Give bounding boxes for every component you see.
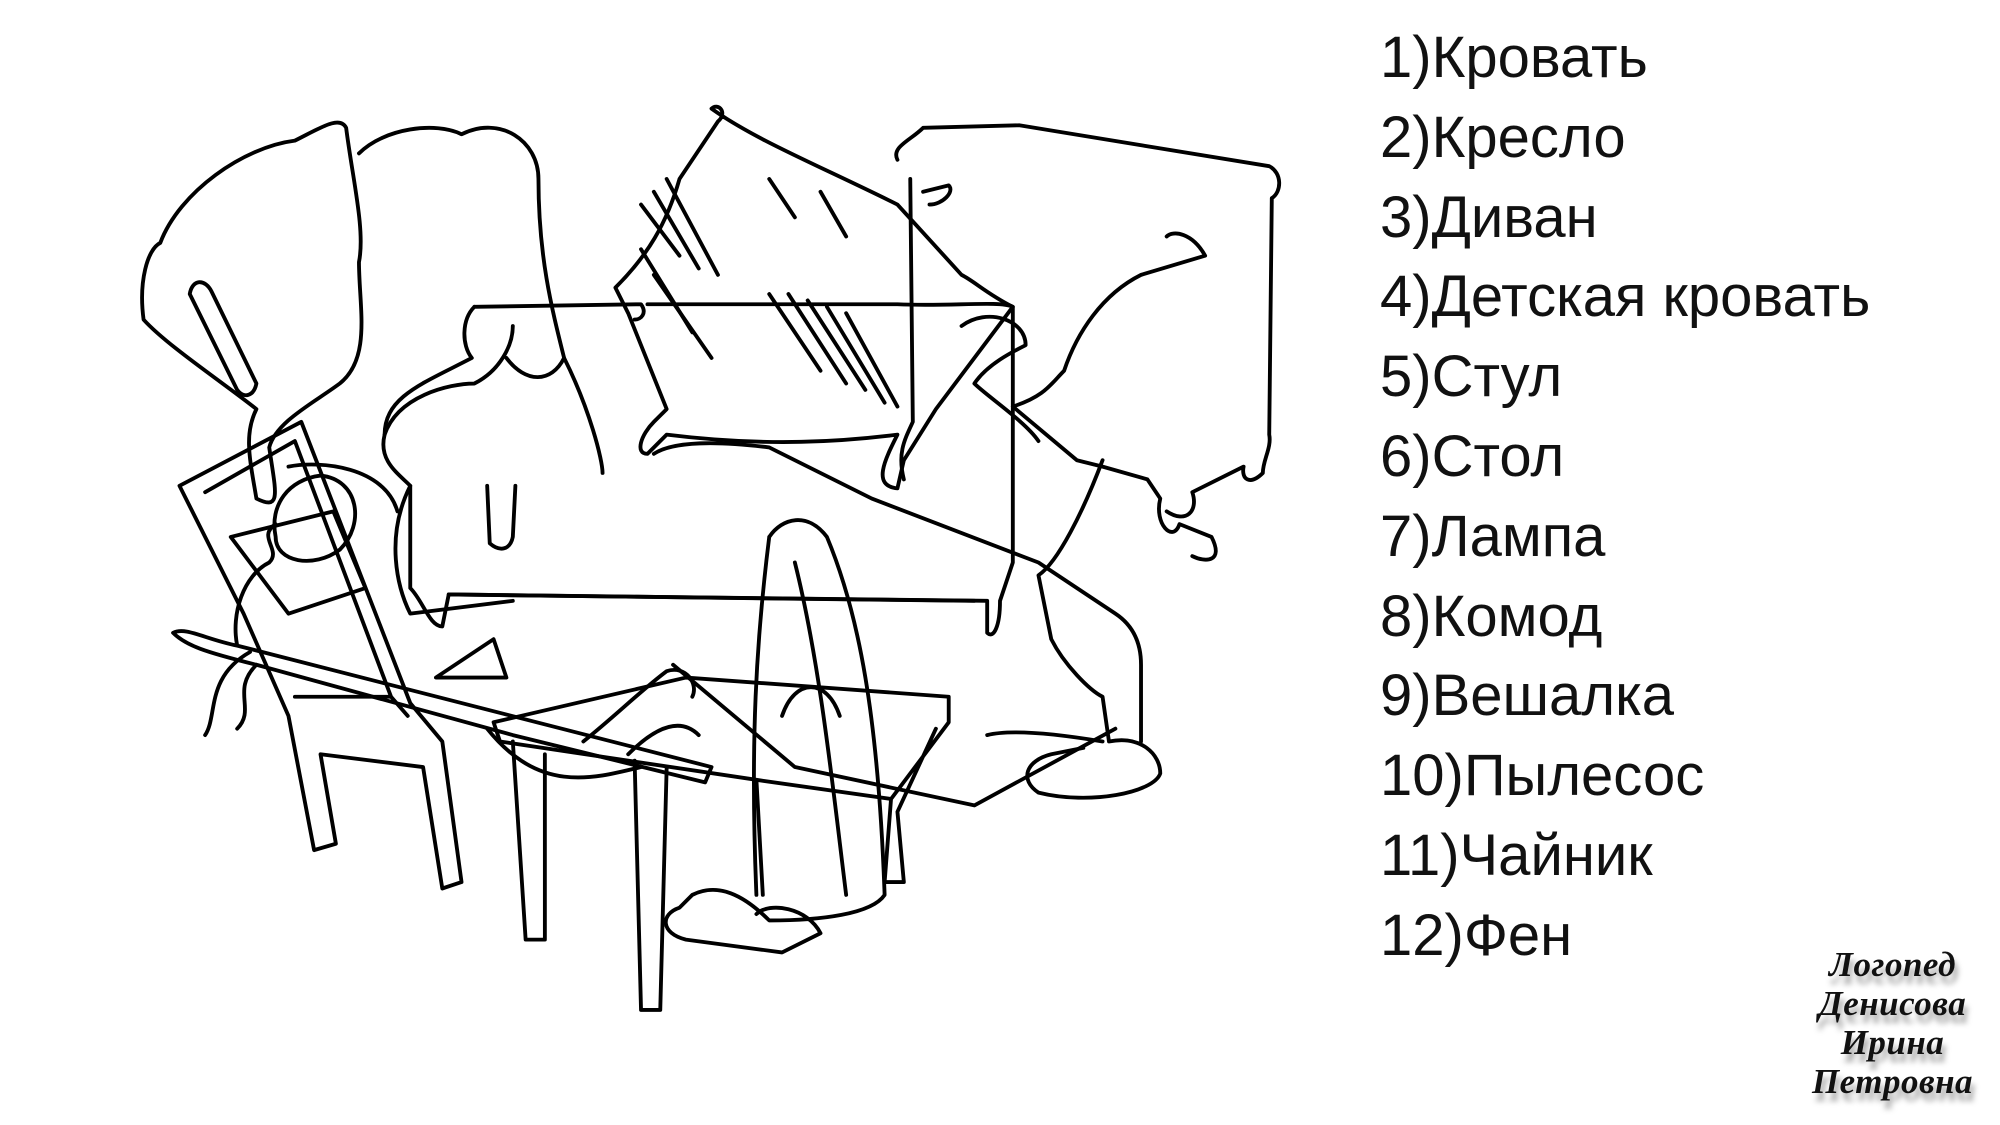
chest-of-drawers-outline	[894, 123, 1282, 519]
crib-outline	[613, 104, 1015, 491]
crib-stripes	[639, 177, 900, 409]
signature-line: Петровна	[1811, 1062, 1974, 1101]
list-item: 3)Диван	[1380, 184, 1598, 250]
list-item: 9)Вешалка	[1380, 663, 1675, 729]
list-item: 6)Стол	[1380, 423, 1565, 489]
list-item: 2)Кресло	[1380, 104, 1626, 170]
list-item: 8)Комод	[1380, 583, 1603, 649]
coat-hanger-outline	[171, 522, 714, 785]
chest-leg	[921, 183, 953, 207]
sofa-outline	[381, 301, 1015, 637]
sofa-leg	[485, 483, 518, 551]
vacuum-outline	[663, 518, 887, 955]
list-item: 10)Пылесос	[1380, 743, 1705, 809]
list-item: 5)Стул	[1380, 344, 1563, 410]
chair-triangle	[433, 637, 509, 680]
kettle-outline	[485, 314, 1105, 780]
signature-line: Логопед	[1829, 945, 1956, 984]
list-item: 11)Чайник	[1380, 822, 1653, 888]
list-item: 7)Лампа	[1380, 503, 1606, 569]
lamp-outline	[1010, 231, 1218, 800]
hair-dryer-outline	[272, 462, 400, 563]
table-outline	[491, 675, 951, 1012]
armchair-outline	[140, 120, 364, 505]
armchair-arm	[187, 280, 259, 398]
armchair-back	[357, 125, 567, 380]
chair-outline	[177, 419, 464, 891]
connecting-lines	[393, 441, 1143, 808]
sofa-armrest	[382, 324, 605, 475]
author-signature: Логопед Денисова Ирина Петровна	[1785, 945, 2000, 1101]
signature-line: Ирина	[1840, 1023, 1945, 1062]
list-item: 1)Кровать	[1380, 25, 1648, 90]
furniture-list: 1)Кровать 2)Кресло 3)Диван 4)Детская кро…	[1380, 18, 1870, 976]
list-item: 12)Фен	[1380, 902, 1573, 968]
signature-line: Денисова	[1818, 984, 1967, 1023]
list-item: 4)Детская кровать	[1380, 264, 1871, 330]
